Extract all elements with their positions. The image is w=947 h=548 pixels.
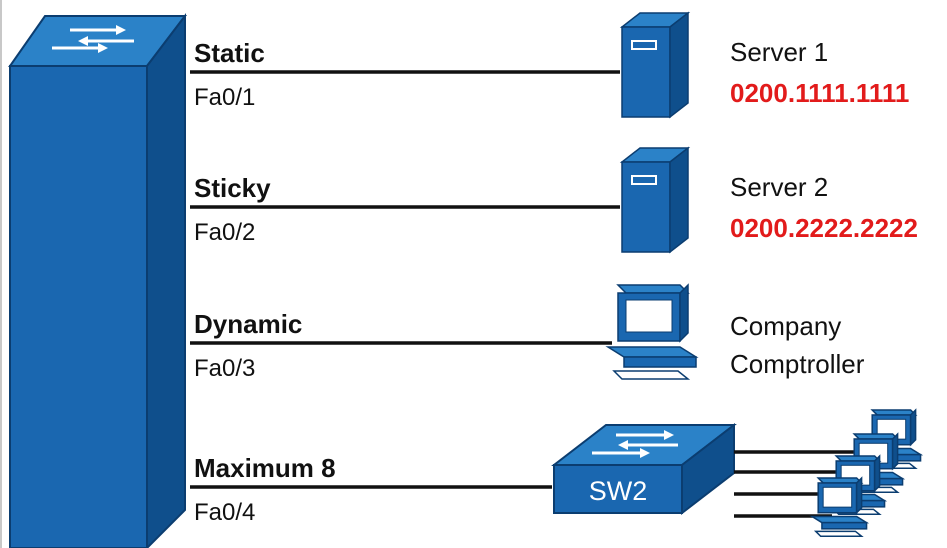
arrows-icon [52,25,134,53]
drive-slot-icon [631,40,657,50]
monitor-screen [625,299,673,333]
pc-icon [809,476,870,538]
device-name: Comptroller [730,349,865,379]
main-switch [8,13,188,548]
pc-base-top [605,346,699,358]
drive-slot-icon [631,175,657,185]
port-row: Maximum 8 Fa0/4 [190,453,552,526]
server-side [669,146,689,254]
server-icon: Server 1 0200.1111.1111 [619,11,909,119]
port-label: Fa0/1 [194,84,255,111]
pc-base-front [623,356,697,368]
mac-address: 0200.1111.1111 [730,78,909,108]
monitor-side [909,408,917,447]
monitor-side [679,283,689,343]
security-mode-label: Dynamic [194,309,302,339]
monitor-top [616,284,690,294]
monitor-side [891,432,899,471]
keyboard [813,530,864,538]
port-label: Fa0/4 [194,499,255,526]
keyboard [612,370,691,380]
server-front [621,161,671,253]
main-switch-front [9,65,148,548]
main-switch-side [146,13,186,548]
device-name: Server 1 [730,37,828,67]
security-mode-label: Sticky [194,173,271,203]
sw2-label: SW2 [589,476,648,506]
security-mode-label: Maximum 8 [194,453,336,483]
port-label: Fa0/2 [194,219,255,246]
switch-icon: SW2 [551,422,737,516]
sw2-hosts [734,408,924,538]
port-label: Fa0/3 [194,355,255,382]
pc-base-top [809,515,870,524]
server-icon: Server 2 0200.2222.2222 [619,146,918,254]
monitor-side [873,454,881,493]
monitor-screen [822,486,853,508]
arrows-icon [592,430,678,458]
pc-base-front [821,521,868,530]
device-name: Server 2 [730,172,828,202]
port-links: StaticFa0/1StickyFa0/2DynamicFa0/3Maximu… [190,38,620,526]
server-side [669,11,689,119]
monitor-side [855,476,863,515]
security-mode-label: Static [194,38,265,68]
mac-address: 0200.2222.2222 [730,213,918,243]
device-name: Company [730,311,841,341]
